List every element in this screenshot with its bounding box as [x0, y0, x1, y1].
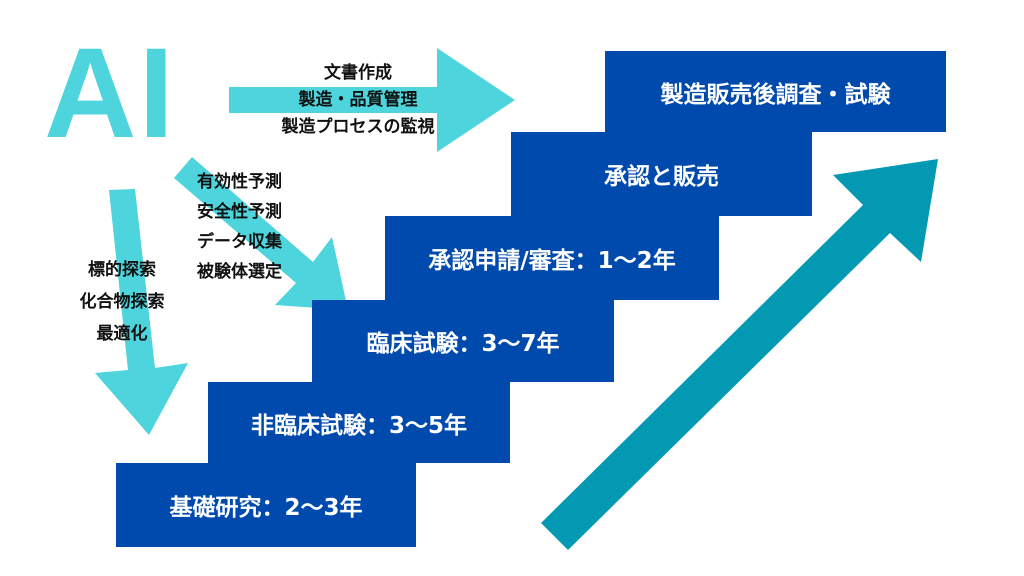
ai-title: AI [44, 22, 176, 165]
list-item: 被験体選定 [197, 262, 282, 282]
step-post-marketing: 製造販売後調査・試験 [605, 51, 946, 132]
right-arrow-icon [229, 48, 515, 152]
diagonal-arrow-icon [174, 157, 348, 310]
step-basic-research: 基礎研究：2〜3年 [116, 463, 416, 547]
step-approval-sales: 承認と販売 [511, 132, 812, 216]
step-clinical-trial: 臨床試験：3〜7年 [312, 300, 614, 382]
growth-arrow-icon [541, 159, 938, 550]
clinical-ai-list: 有効性予測 安全性予測 データ収集 被験体選定 [197, 167, 282, 287]
step-approval-review: 承認申請/審査：1〜2年 [385, 216, 719, 300]
list-item: 文書作成 [324, 63, 392, 83]
down-arrow-icon [95, 189, 188, 435]
list-item: 標的探索 [88, 260, 156, 280]
step-nonclinical-trial: 非臨床試験：3〜5年 [208, 382, 510, 463]
list-item: 最適化 [96, 324, 148, 344]
list-item: 製造プロセスの監視 [281, 117, 435, 137]
list-item: データ収集 [197, 232, 282, 252]
list-item: 製造・品質管理 [298, 90, 418, 110]
list-item: 安全性予測 [197, 202, 282, 222]
list-item: 有効性予測 [197, 172, 282, 192]
manufacturing-ai-list: 文書作成 製造・品質管理 製造プロセスの監視 [255, 58, 461, 142]
list-item: 化合物探索 [79, 292, 165, 312]
discovery-ai-list: 標的探索 化合物探索 最適化 [60, 254, 184, 350]
